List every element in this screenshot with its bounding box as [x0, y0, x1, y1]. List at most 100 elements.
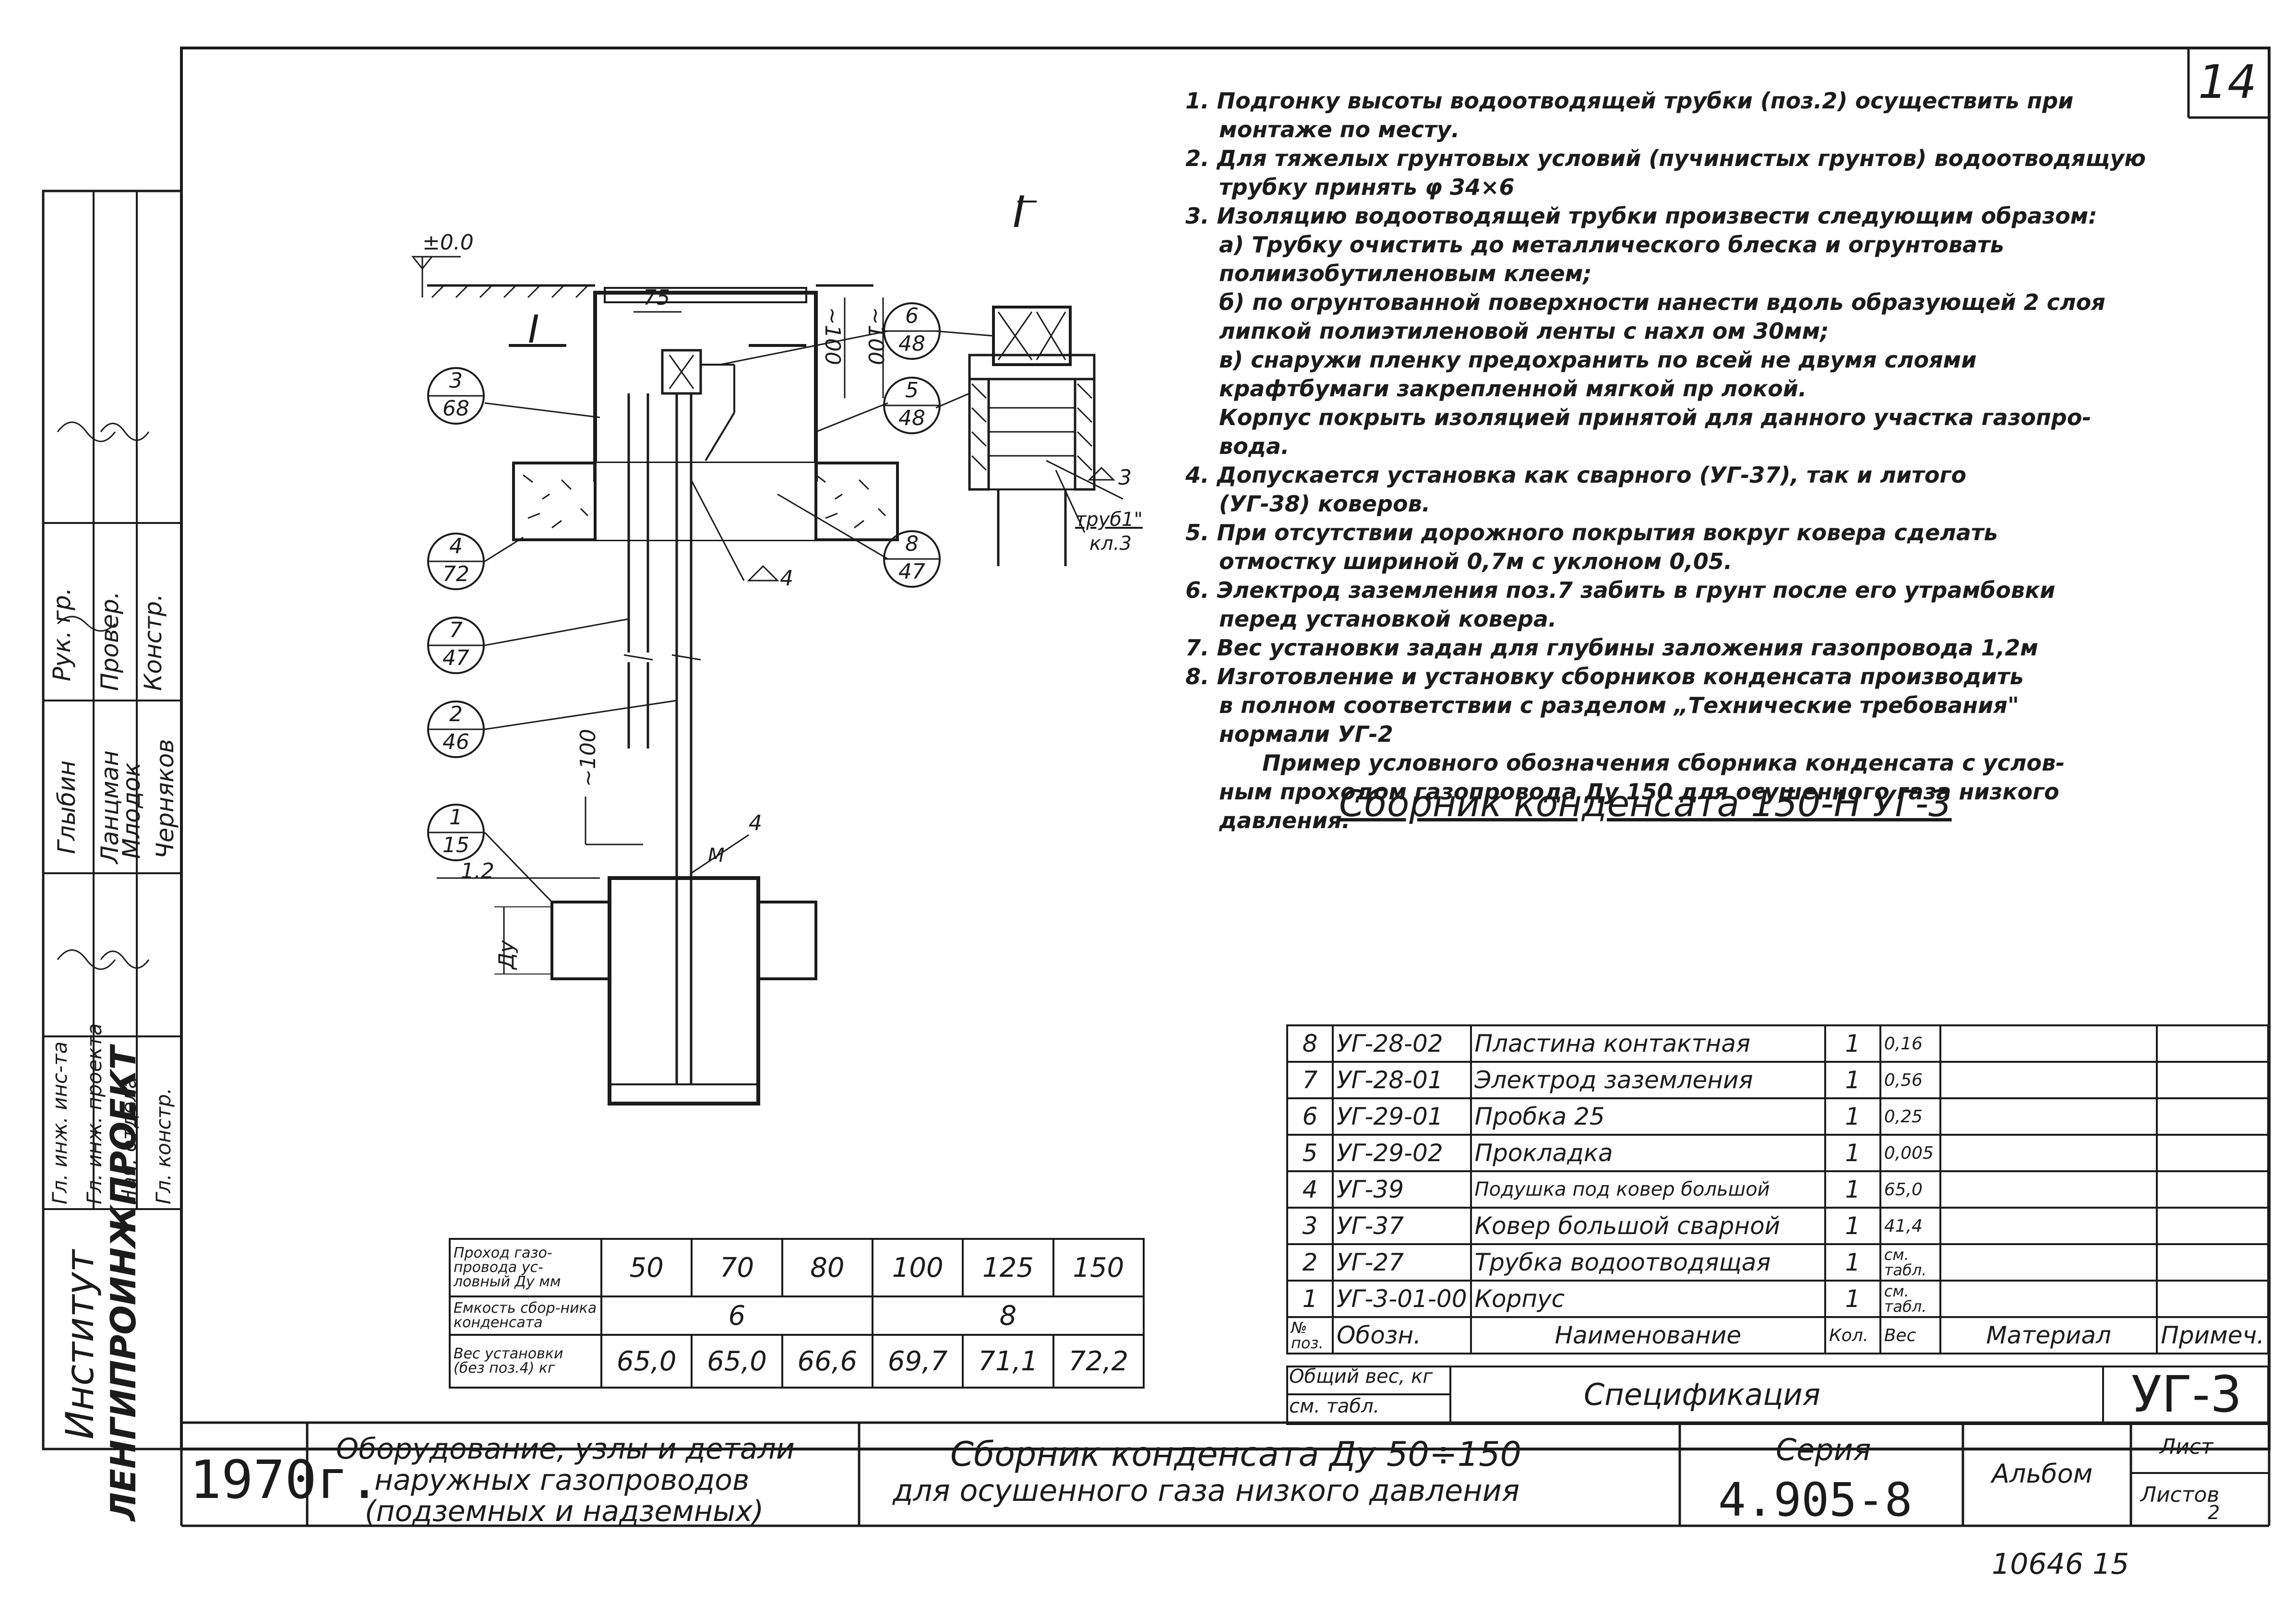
cap-dn: 70: [691, 1238, 783, 1297]
note-line: ным проходом газопровода Ду 150 для осуш…: [1219, 779, 2059, 805]
signature-scribbles: [57, 421, 150, 970]
stamp-name: Млодок: [118, 762, 145, 859]
note-line: крафтбумаги закрепленной мягкой пр локой…: [1219, 376, 1807, 402]
sheets-label: Листов: [2141, 1483, 2220, 1507]
stamp-role: Провер.: [96, 591, 124, 691]
stamp-role: Констр.: [139, 593, 167, 691]
series-value: 4.905-8: [1718, 1473, 1913, 1527]
dim-100-label-a: ~100: [820, 307, 845, 365]
title-line-2: для осушенного газа низкого давления: [893, 1473, 1520, 1508]
title-year: 1970г.: [190, 1449, 381, 1510]
weld-4-label-b: 4: [749, 811, 762, 835]
cap-weight: 65,0: [600, 1334, 693, 1389]
cap-dn: 150: [1052, 1238, 1145, 1297]
title-line-1: Сборник конденсата Ду 50÷150: [950, 1435, 1522, 1474]
dn-label: Ду: [494, 940, 519, 969]
note-line: 7. Вес установки задан для глубины залож…: [1185, 635, 2038, 661]
note-line: в) снаружи пленку предохранить по всей н…: [1219, 347, 1977, 373]
cap-weight: 65,0: [691, 1334, 783, 1389]
stamp-role: Рук. гр.: [48, 587, 76, 681]
spec-title: Спецификация: [1584, 1377, 1821, 1412]
designation-example: Сборник конденсата 150-Н УГ-3: [1339, 782, 1952, 825]
equipment-line-2: наружных газопроводов: [374, 1463, 750, 1497]
dim-75-label: 75: [643, 285, 670, 310]
cap-weight: 69,7: [871, 1334, 964, 1389]
stamp-name: Глыбин: [53, 760, 81, 854]
pipe-note-label-2: кл.3: [1089, 533, 1132, 555]
equipment-line-3: (подземных и надземных): [365, 1495, 764, 1528]
note-line: вода.: [1219, 433, 1290, 459]
note-line: 6. Электрод заземления поз.7 забить в гр…: [1185, 577, 2056, 603]
sheet-label: Лист: [2160, 1435, 2213, 1459]
cap-dn: 80: [781, 1238, 873, 1297]
note-line: Пример условного обозначения сборника ко…: [1262, 750, 2065, 776]
capacity-table: Проход газо-провода ус-ловный Ду мм 50 7…: [449, 1238, 1145, 1389]
cap-capacity: 8: [871, 1295, 1145, 1336]
pipe-note-label: труб1": [1075, 509, 1143, 531]
note-line: 2. Для тяжелых грунтовых условий (пучини…: [1185, 145, 2146, 171]
album-label: Альбом: [1992, 1459, 2093, 1489]
cap-dn: 100: [871, 1238, 964, 1297]
concrete-hatch: [523, 474, 886, 529]
section-mark: I: [1013, 187, 1026, 238]
note-line: липкой полиэтиленовой ленты с нахл ом 30…: [1219, 318, 1829, 344]
collector-body: [608, 876, 760, 1105]
mark-m-label: М: [708, 844, 725, 867]
cap-row2-label: Емкость сбор-ника конденсата: [449, 1295, 602, 1336]
weld-3-label: 3: [1118, 465, 1132, 490]
sheets-value: 2: [2208, 1502, 2220, 1524]
gas-pipe-left: [550, 901, 611, 980]
cap-dn: 125: [962, 1238, 1054, 1297]
cap-dn: 50: [600, 1238, 693, 1297]
sheet-number: 14: [2198, 55, 2257, 109]
note-line: б) по огрунтованной поверхности нанести …: [1219, 289, 2105, 315]
note-line: монтаже по месту.: [1219, 117, 1460, 143]
cap-capacity: 6: [600, 1295, 873, 1336]
spec-total-label: Общий вес, кг: [1286, 1366, 1451, 1395]
archive-number: 10646 15: [1992, 1547, 2129, 1581]
callout-circles: [427, 302, 941, 861]
spec-total-value: см. табл.: [1286, 1395, 1451, 1425]
note-line: перед установкой ковера.: [1219, 606, 1557, 632]
note-line: а) Трубку очистить до металлического бле…: [1219, 232, 2004, 258]
note-line: 5. При отсутствии дорожного покрытия вок…: [1185, 520, 1998, 546]
level-gas-label: 1.2: [461, 859, 494, 883]
cap-weight: 71,1: [962, 1334, 1054, 1389]
cap-row3-label: Вес установки (без поз.4) кг: [449, 1334, 602, 1389]
cap-row1-label: Проход газо-провода ус-ловный Ду мм: [449, 1238, 602, 1297]
stamp-role: Гл. инж. инс-та: [48, 1041, 72, 1204]
stamp-role: Нач. отдела: [117, 1076, 141, 1204]
stamp-role: Гл. инж. проекта: [83, 1023, 106, 1204]
note-line: нормали УГ-2: [1219, 721, 1393, 747]
cap-weight: 72,2: [1052, 1334, 1145, 1389]
equipment-line-1: Оборудование, узлы и детали: [336, 1432, 795, 1466]
ground-hatch: [431, 285, 589, 298]
series-label: Серия: [1776, 1432, 1871, 1467]
level-top-label: ±0.0: [422, 230, 474, 255]
cap-weight: 66,6: [781, 1334, 873, 1389]
note-line: полиизобутиленовым клеем;: [1219, 261, 1592, 286]
note-line: 3. Изоляцию водоотводящей трубки произве…: [1185, 203, 2097, 229]
note-line: отмостку шириной 0,7м с уклоном 0,05.: [1219, 548, 1733, 574]
dim-100-label-b: ~100: [863, 307, 888, 365]
spec-code: УГ-3: [2102, 1366, 2269, 1425]
note-line: трубку принять φ 34×6: [1219, 174, 1515, 200]
stamp-strip: [42, 190, 183, 1450]
dim-100-label-c: ~100: [576, 729, 600, 787]
note-line: (УГ-38) коверов.: [1219, 491, 1431, 517]
note-line: 8. Изготовление и установку сборников ко…: [1185, 664, 2024, 689]
